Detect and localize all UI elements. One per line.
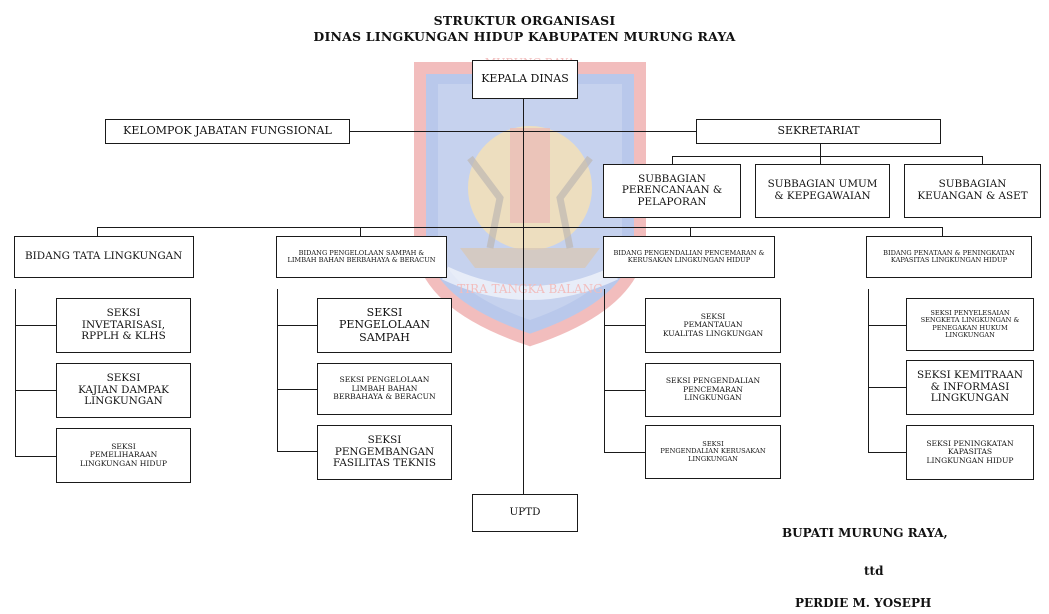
signature-position: BUPATI MURUNG RAYA, (782, 526, 948, 540)
regency-emblem-watermark: MURUNG RAYA TIRA TANGKA BALANG (414, 56, 646, 347)
seksi-pengembangan-fasilitas-box: SEKSI PENGEMBANGAN FASILITAS TEKNIS (317, 425, 452, 480)
seksi-pengelolaan-limbah-box: SEKSI PENGELOLAAN LIMBAH BAHAN BERBAHAYA… (317, 363, 452, 415)
chart-title-line2: DINAS LINGKUNGAN HIDUP KABUPATEN MURUNG … (313, 29, 736, 44)
bidang-pengelolaan-sampah-box: BIDANG PENGELOLAAN SAMPAH & LIMBAH BAHAN… (276, 236, 447, 278)
chart-title-line1: STRUKTUR ORGANISASI (433, 13, 616, 28)
kepala-dinas-box: KEPALA DINAS (472, 60, 578, 99)
signature-ttd: ttd (864, 564, 884, 578)
seksi-pengelolaan-sampah-box: SEKSI PENGELOLAAN SAMPAH (317, 298, 452, 353)
sekretariat-box: SEKRETARIAT (696, 119, 941, 144)
seksi-kajian-dampak-box: SEKSI KAJIAN DAMPAK LINGKUNGAN (56, 363, 191, 418)
seksi-pengendalian-pencemaran-box: SEKSI PENGENDALIAN PENCEMARAN LINGKUNGAN (645, 363, 781, 417)
seksi-pemeliharaan-box: SEKSI PEMELIHARAAN LINGKUNGAN HIDUP (56, 428, 191, 483)
subbagian-keuangan-box: SUBBAGIAN KEUANGAN & ASET (904, 164, 1041, 218)
seksi-pemantauan-kualitas-box: SEKSI PEMANTAUAN KUALITAS LINGKUNGAN (645, 298, 781, 353)
bidang-pengendalian-pencemaran-box: BIDANG PENGENDALIAN PENCEMARAN & KERUSAK… (603, 236, 775, 278)
bidang-penataan-kapasitas-box: BIDANG PENATAAN & PENINGKATAN KAPASITAS … (866, 236, 1032, 278)
seksi-kemitraan-informasi-box: SEKSI KEMITRAAN & INFORMASI LINGKUNGAN (906, 360, 1034, 415)
subbagian-perencanaan-box: SUBBAGIAN PERENCANAAN & PELAPORAN (603, 164, 741, 218)
uptd-box: UPTD (472, 494, 578, 532)
seksi-invetarisasi-box: SEKSI INVETARISASI, RPPLH & KLHS (56, 298, 191, 353)
seksi-peningkatan-kapasitas-box: SEKSI PENINGKATAN KAPASITAS LINGKUNGAN H… (906, 425, 1034, 480)
seksi-pengendalian-kerusakan-box: SEKSI PENGENDALIAN KERUSAKAN LINGKUNGAN (645, 425, 781, 479)
signature-name: PERDIE M. YOSEPH (795, 596, 932, 610)
bidang-tata-lingkungan-box: BIDANG TATA LINGKUNGAN (14, 236, 194, 278)
kelompok-jabatan-fungsional-box: KELOMPOK JABATAN FUNGSIONAL (105, 119, 350, 144)
subbagian-umum-box: SUBBAGIAN UMUM & KEPEGAWAIAN (755, 164, 890, 218)
seksi-penyelesaian-sengketa-box: SEKSI PENYELESAIAN SENGKETA LINGKUNGAN &… (906, 298, 1034, 351)
emblem-motto: TIRA TANGKA BALANG (457, 282, 603, 296)
